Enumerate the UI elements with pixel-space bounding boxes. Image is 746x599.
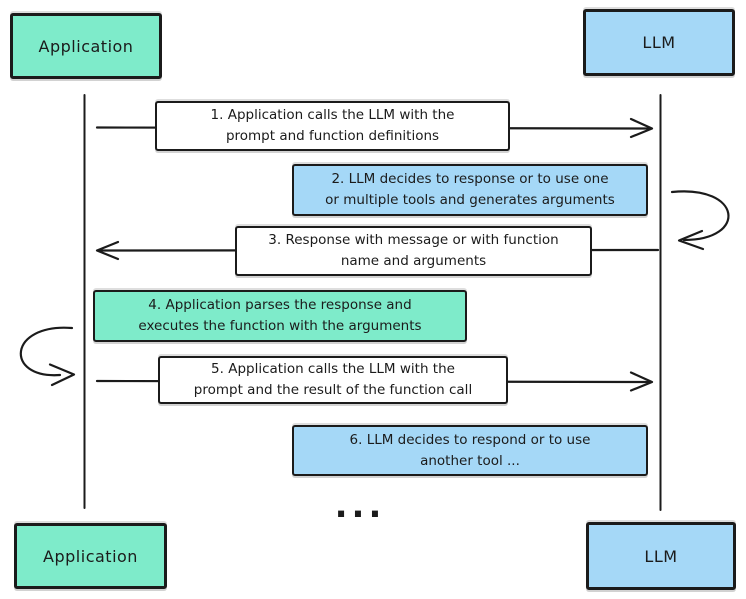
message-text: 2. LLM decides to response or to use one… — [325, 171, 615, 208]
message-text: 1. Application calls the LLM with the pr… — [210, 107, 455, 144]
actor-label: LLM — [642, 33, 676, 52]
message-step-1: 1. Application calls the LLM with the pr… — [155, 101, 510, 151]
message-text: 5. Application calls the LLM with the pr… — [193, 361, 473, 398]
actor-application-top: Application — [10, 13, 162, 79]
message-step-2: 2. LLM decides to response or to use one… — [292, 164, 648, 216]
message-step-4: 4. Application parses the response and e… — [93, 290, 467, 342]
message-step-6: 6. LLM decides to respond or to use anot… — [292, 425, 648, 476]
message-step-3: 3. Response with message or with functio… — [235, 226, 592, 276]
continuation-ellipsis: ... — [334, 486, 386, 526]
message-text: 6. LLM decides to respond or to use anot… — [349, 431, 591, 469]
actor-application-bottom: Application — [14, 523, 167, 589]
message-text: 3. Response with message or with functio… — [268, 232, 559, 269]
actor-label: LLM — [644, 546, 678, 566]
self-loop-llm — [670, 190, 730, 251]
actor-label: Application — [38, 36, 134, 56]
self-loop-application — [19, 326, 76, 387]
actor-label: Application — [43, 546, 138, 566]
actor-llm-bottom: LLM — [586, 522, 736, 590]
actor-llm-top: LLM — [583, 9, 735, 76]
message-step-5: 5. Application calls the LLM with the pr… — [158, 356, 508, 404]
message-text: 4. Application parses the response and e… — [138, 297, 422, 334]
